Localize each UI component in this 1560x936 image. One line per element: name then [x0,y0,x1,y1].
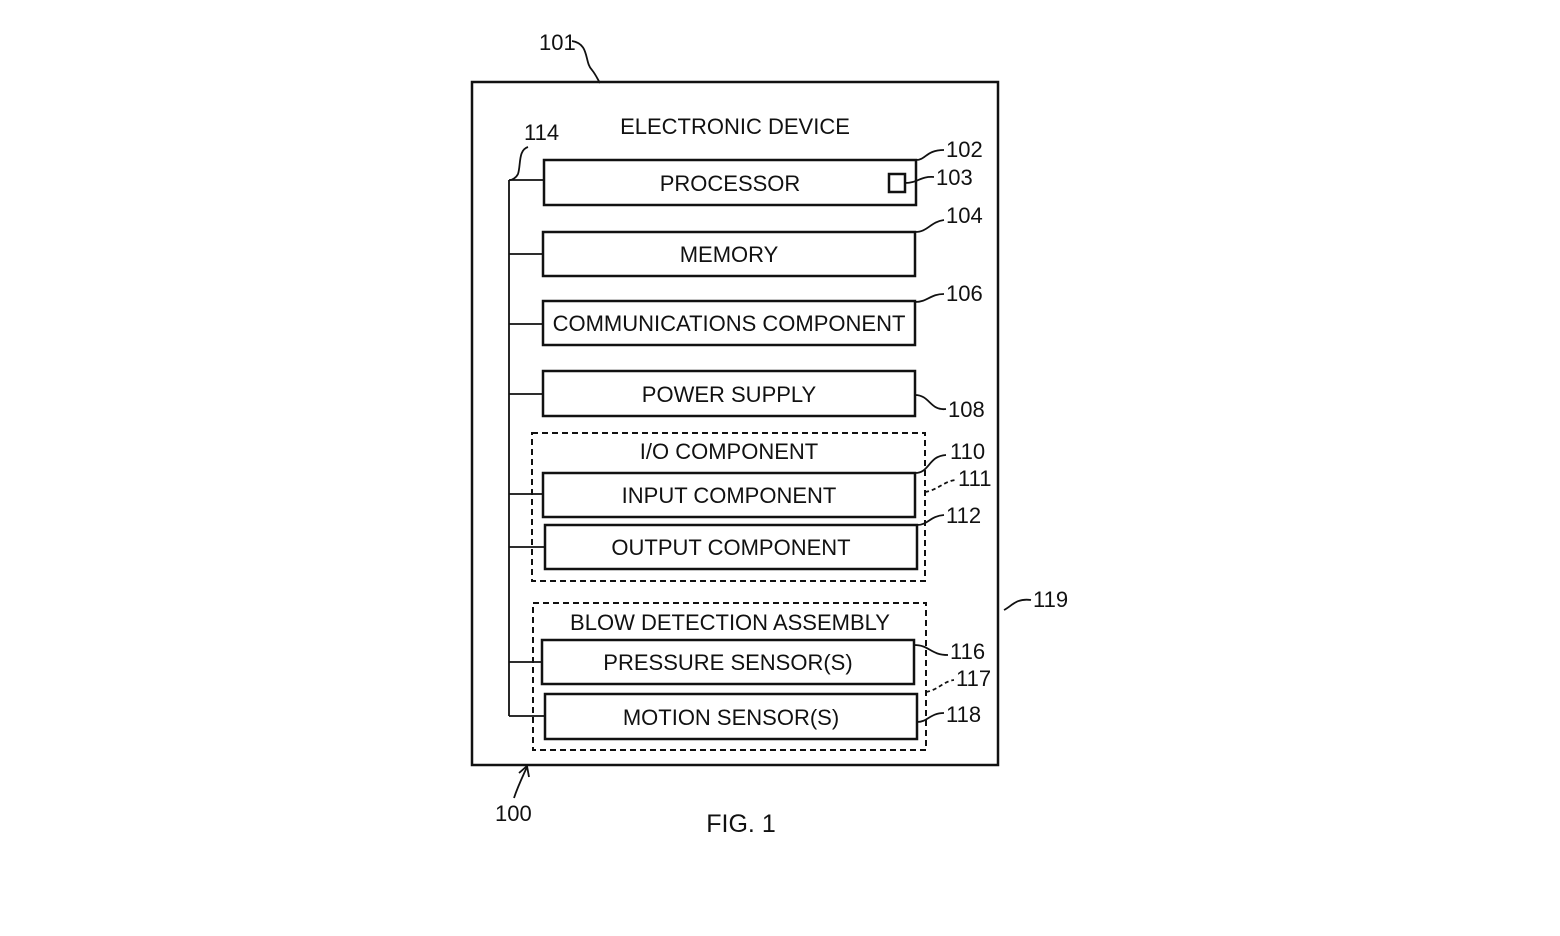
ref-112-leader [916,514,945,526]
ref-102-leader [915,149,945,161]
motion-sensor-box [543,692,919,741]
ref-119-leader [1003,598,1032,611]
ref-104-leader [914,219,945,233]
ref-101-leader [571,40,601,84]
input-component-box [541,471,917,519]
ref-108: 108 [948,397,985,422]
ref-100-arrow [513,766,528,799]
ref-103: 103 [936,165,973,190]
ref-100: 100 [495,801,532,826]
ref-102: 102 [946,137,983,162]
blow-detection-title: BLOW DETECTION ASSEMBLY [570,610,890,635]
ref-117: 117 [956,666,991,691]
io-component-title: I/O COMPONENT [640,439,818,464]
pressure-sensor-label: PRESSURE SENSOR(S) [603,650,852,675]
processor-box [542,158,918,207]
ref-116: 116 [950,639,985,664]
communications-label: COMMUNICATIONS COMPONENT [553,311,906,336]
ref-108-leader [914,394,947,410]
ref-119: 119 [1033,587,1068,612]
ref-110: 110 [950,439,985,464]
ref-111: 111 [958,466,991,491]
figure-caption: FIG. 1 [706,810,775,838]
power-supply-box [541,369,917,418]
ref-100-arrowhead [518,764,530,778]
ref-114: 114 [524,120,559,145]
ref-106-leader [914,293,945,303]
ref-106: 106 [946,281,983,306]
output-component-label: OUTPUT COMPONENT [611,535,850,560]
ref-103-leader [904,176,935,184]
processor-subcomponent [887,172,907,194]
ref-101: 101 [539,30,576,55]
ref-110-leader [914,454,947,474]
electronic-device-title: ELECTRONIC DEVICE [620,114,850,139]
electronic-device-box [470,80,1000,767]
communications-box [541,299,917,347]
ref-104: 104 [946,203,983,228]
output-component-box [543,523,919,571]
ref-117-leader [925,679,955,693]
ref-112: 112 [946,503,981,528]
memory-box [541,230,917,278]
ref-118-leader [916,712,945,723]
ref-111-leader [924,479,957,493]
ref-116-leader [913,644,949,656]
motion-sensor-label: MOTION SENSOR(S) [623,705,839,730]
memory-label: MEMORY [680,242,779,267]
ref-114-leader [509,146,529,181]
input-component-label: INPUT COMPONENT [622,483,837,508]
ref-118: 118 [946,702,981,727]
processor-label: PROCESSOR [660,171,801,196]
power-supply-label: POWER SUPPLY [642,382,817,407]
pressure-sensor-box [540,638,916,686]
